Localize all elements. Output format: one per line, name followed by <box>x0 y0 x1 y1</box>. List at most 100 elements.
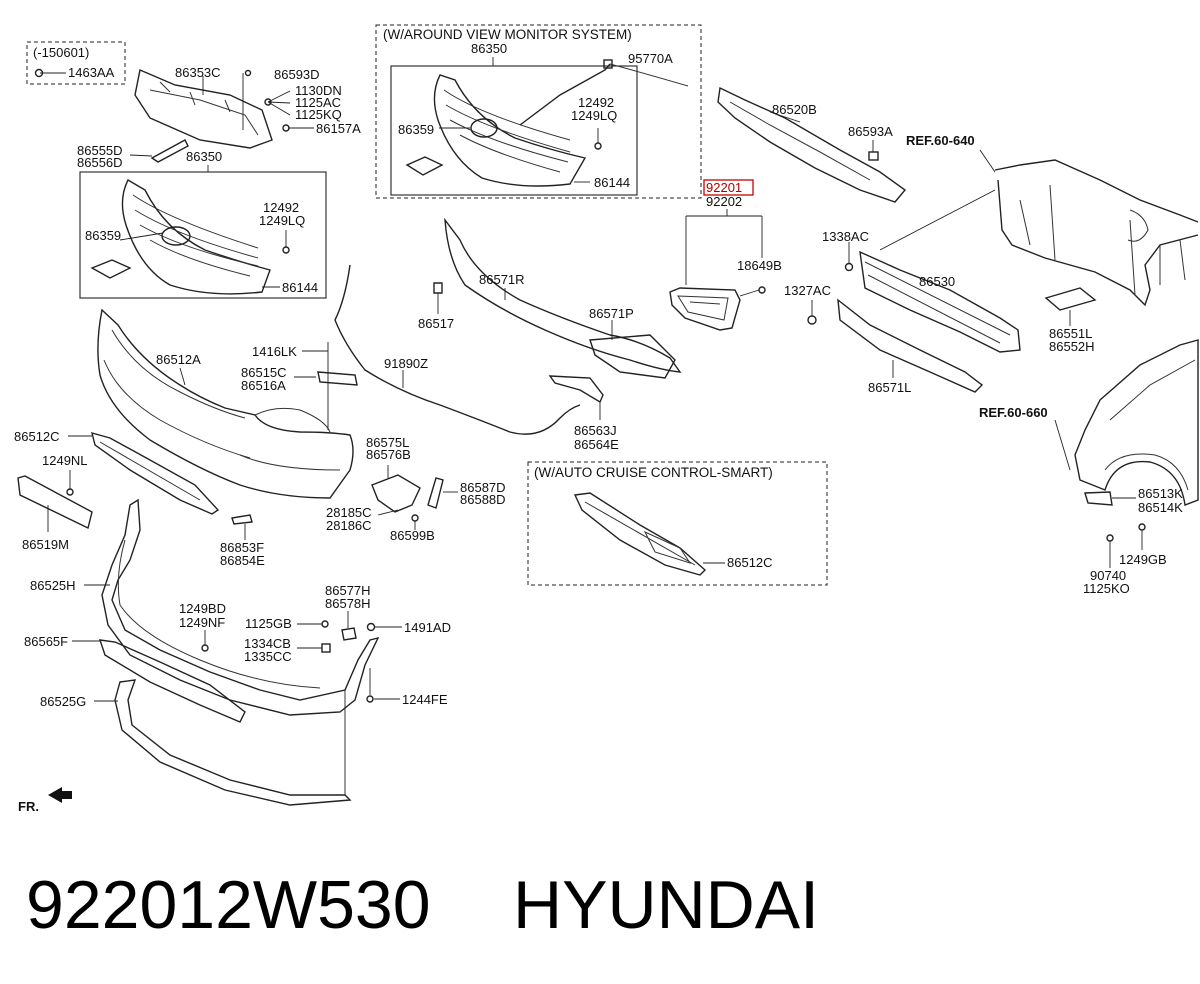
label-86359-a: 86359 <box>85 228 121 243</box>
front-marker: FR. <box>18 799 39 814</box>
emblem-part <box>405 156 444 176</box>
label-1249LQ-b: 1249LQ <box>571 108 617 123</box>
clip-part <box>231 514 253 525</box>
clip-icon <box>34 68 44 78</box>
label-86512C-a: 86512C <box>14 429 60 444</box>
nut-icon <box>366 622 376 632</box>
auto-cruise-title: (W/AUTO CRUISE CONTROL-SMART) <box>534 465 773 480</box>
screw-icon <box>1106 534 1114 542</box>
label-86576B: 86576B <box>366 447 411 462</box>
front-arrow-icon <box>48 787 72 803</box>
leader-86359-a <box>119 232 164 241</box>
clip-icon <box>244 69 252 77</box>
part-number: 922012W530 <box>26 867 431 943</box>
label-1249BD: 1249BD <box>179 601 226 616</box>
label-86144-a: 86144 <box>282 280 318 295</box>
label-28185C: 28185C <box>326 505 372 520</box>
label-86577H: 86577H <box>325 583 371 598</box>
label-86350-b: 86350 <box>471 41 507 56</box>
label-86512C-b: 86512C <box>727 555 773 570</box>
screw-icon <box>66 488 74 496</box>
label-92201-highlighted: 92201 <box>706 180 742 195</box>
label-1249NF: 1249NF <box>179 615 225 630</box>
nut-icon <box>321 643 331 653</box>
label-1335CC: 1335CC <box>244 649 292 664</box>
label-86556D: 86556D <box>77 155 123 170</box>
around-view-grille-box <box>390 65 638 196</box>
label-86578H: 86578H <box>325 596 371 611</box>
fender-part <box>1074 339 1199 506</box>
label-1416LK: 1416LK <box>252 344 297 359</box>
leader-92201 <box>685 209 763 285</box>
label-86350-a: 86350 <box>186 149 222 164</box>
ref-60-640: REF.60-640 <box>906 133 975 148</box>
back-beam-part <box>859 250 1021 353</box>
label-1244FE: 1244FE <box>402 692 448 707</box>
cruise-grille-part <box>573 492 707 576</box>
leader-86520B <box>769 111 801 123</box>
leader-86555D <box>129 154 153 157</box>
ref-60-660: REF.60-660 <box>979 405 1048 420</box>
upper-cover-part <box>134 69 273 149</box>
label-12492-a: 12492 <box>263 200 299 215</box>
bracket-part <box>150 139 189 163</box>
bumper-cover-part <box>97 308 354 499</box>
label-1249GB: 1249GB <box>1119 552 1167 567</box>
screw-icon <box>321 620 329 628</box>
label-86854E: 86854E <box>220 553 265 568</box>
label-1491AD: 1491AD <box>404 620 451 635</box>
clip-icon <box>433 282 443 294</box>
leader-ref-beam <box>879 189 996 251</box>
label-28186C: 28186C <box>326 518 372 533</box>
label-95770A: 95770A <box>628 51 673 66</box>
camera-harness-part <box>609 63 689 87</box>
label-86530: 86530 <box>919 274 955 289</box>
label-86516A: 86516A <box>241 378 286 393</box>
stiffener-part <box>837 298 984 393</box>
label-1125KQ: 1125KQ <box>295 107 342 122</box>
highlight-box <box>703 179 754 196</box>
label-86525G: 86525G <box>40 694 86 709</box>
label-1125KO: 1125KO <box>1083 581 1130 596</box>
label-1249NL: 1249NL <box>42 453 88 468</box>
clip-icon <box>411 514 419 522</box>
label-86519M: 86519M <box>22 537 69 552</box>
body-frame-part <box>994 159 1199 307</box>
leader-1416LK <box>302 342 329 430</box>
label-86588D: 86588D <box>460 492 506 507</box>
lower-trim-part <box>114 679 352 806</box>
label-86593A: 86593A <box>848 124 893 139</box>
label-1125GB: 1125GB <box>245 616 292 631</box>
skid-plate-part <box>98 639 246 723</box>
label-86551L: 86551L <box>1049 326 1092 341</box>
label-90740: 90740 <box>1090 568 1126 583</box>
camera-icon <box>603 59 613 69</box>
side-bracket-part <box>1044 287 1097 311</box>
nut-icon <box>844 262 854 272</box>
screw-icon <box>594 142 602 150</box>
label-86587D: 86587D <box>460 480 506 495</box>
bolt-icon <box>264 98 272 106</box>
early-date-label: (-150601) <box>33 45 89 60</box>
label-86520B: 86520B <box>772 102 817 117</box>
leader-ref-60-640 <box>979 149 996 173</box>
brand-name: HYUNDAI <box>513 867 819 943</box>
label-91890Z: 91890Z <box>384 356 428 371</box>
label-86517: 86517 <box>418 316 454 331</box>
label-12492-b: 12492 <box>578 95 614 110</box>
lamp-trim-part <box>444 217 682 379</box>
leader-86512A <box>179 367 186 386</box>
around-view-grille-part <box>433 74 587 187</box>
label-86853F: 86853F <box>220 540 264 555</box>
license-bracket-part <box>17 475 93 530</box>
sensor-harness-part <box>334 264 581 435</box>
around-view-box <box>375 24 702 199</box>
label-92202: 92202 <box>706 194 742 209</box>
label-86525H: 86525H <box>30 578 76 593</box>
label-86564E: 86564E <box>574 437 619 452</box>
label-86565F: 86565F <box>24 634 68 649</box>
label-86575L: 86575L <box>366 435 409 450</box>
bolt-icon <box>282 124 290 132</box>
label-86353C: 86353C <box>175 65 221 80</box>
